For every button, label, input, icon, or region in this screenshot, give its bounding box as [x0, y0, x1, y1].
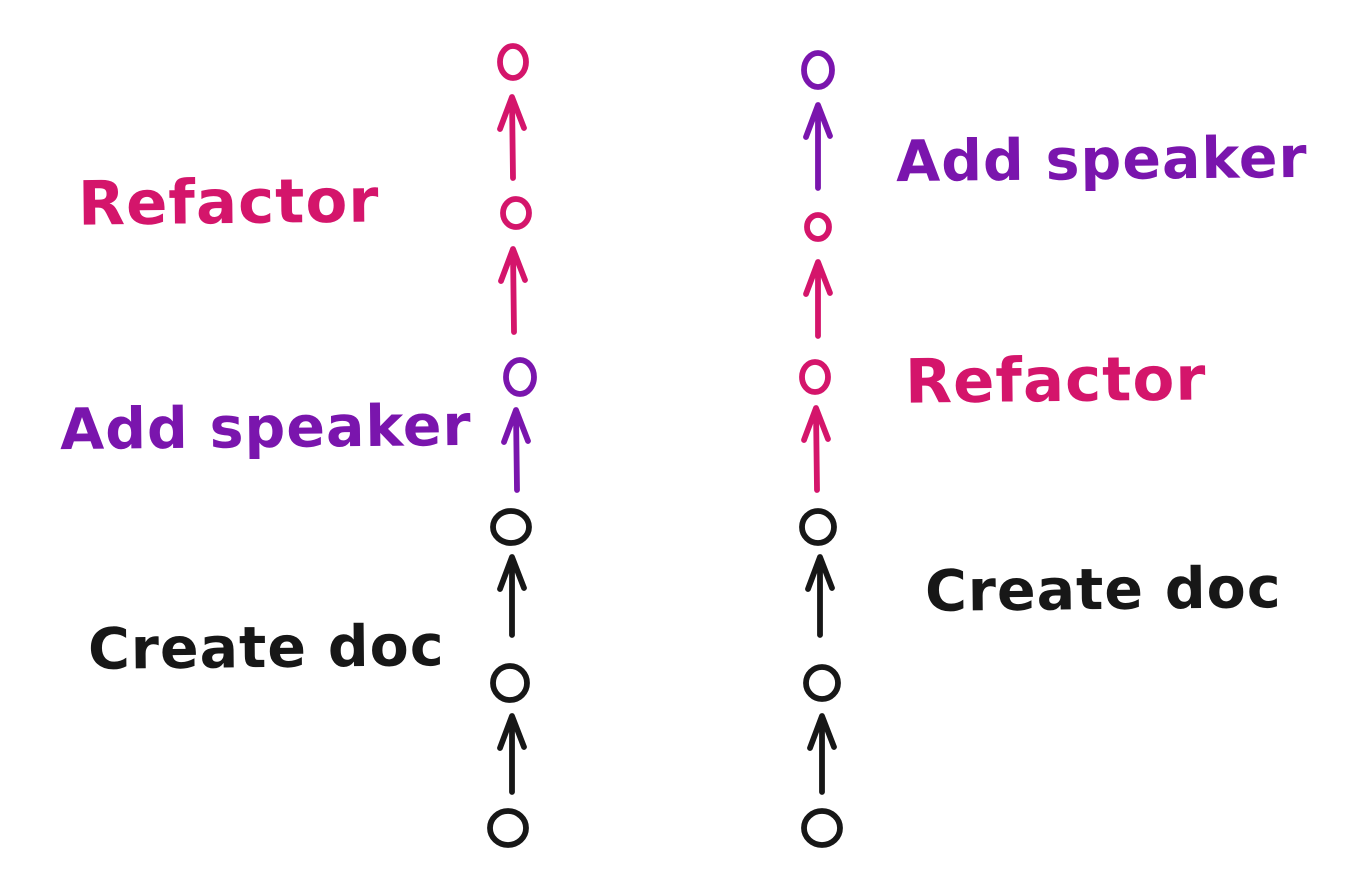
- commit-arrow: [497, 94, 527, 181]
- label-refactor-left: Refactor: [77, 165, 380, 240]
- commit-node: [487, 808, 529, 848]
- commit-arrow: [801, 405, 831, 493]
- commit-node: [503, 357, 537, 397]
- commit-node: [500, 196, 532, 230]
- left-commit-chain: [487, 43, 537, 848]
- commit-arrow: [807, 713, 837, 795]
- commit-arrow: [803, 102, 833, 191]
- label-add-speaker-left: Add speaker: [59, 392, 472, 464]
- label-add-speaker-right: Add speaker: [895, 124, 1308, 196]
- commit-arrow: [498, 246, 528, 335]
- commit-node: [799, 359, 831, 395]
- commit-arrow: [803, 259, 833, 339]
- label-refactor-right: Refactor: [904, 343, 1207, 418]
- label-create-doc-left: Create doc: [87, 613, 445, 683]
- right-commit-chain: [799, 50, 843, 848]
- commit-node: [803, 664, 841, 702]
- commit-node: [497, 43, 529, 81]
- commit-node: [804, 212, 832, 242]
- commit-arrow: [497, 554, 527, 638]
- commit-node: [801, 50, 835, 90]
- commit-arrow: [497, 713, 527, 795]
- commit-node: [490, 508, 532, 546]
- commit-arrow: [805, 554, 835, 638]
- label-create-doc-right: Create doc: [924, 555, 1282, 625]
- commit-node: [801, 808, 843, 848]
- commit-node: [799, 508, 837, 546]
- commit-arrow: [501, 407, 531, 493]
- commit-node: [490, 663, 530, 703]
